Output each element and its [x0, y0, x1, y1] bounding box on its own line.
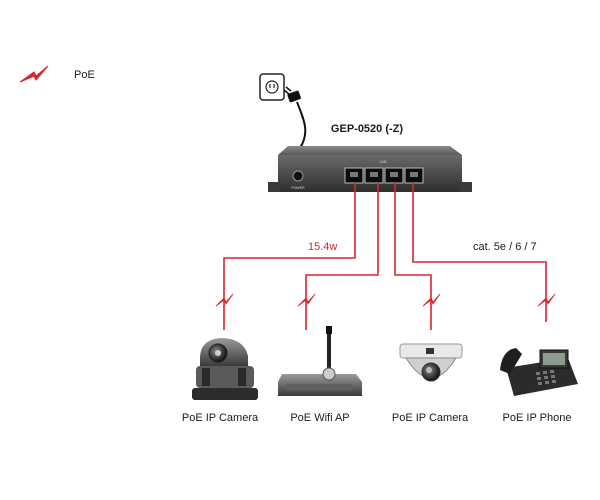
power-port-label: POWER [291, 186, 305, 190]
poe-lightning-icon [19, 65, 49, 83]
poe-cable-2 [305, 183, 379, 330]
device-label-1: PoE IP Camera [182, 412, 259, 424]
ptz-camera-icon [192, 338, 258, 400]
wattage-label: 15.4w [308, 241, 337, 253]
legend: PoE [19, 65, 95, 83]
rj45-ports [344, 167, 424, 184]
device-label-4: PoE IP Phone [503, 412, 572, 424]
power-plug-icon [283, 86, 301, 103]
poe-lightning-icon [537, 293, 556, 307]
device-labels: PoE IP Camera PoE Wifi AP PoE IP Camera … [182, 412, 572, 424]
poe-lightning-icon [422, 293, 441, 307]
switch-ear-left [268, 182, 280, 192]
switch-top-face [278, 146, 462, 155]
switch-ear-right [460, 182, 472, 192]
legend-label: PoE [74, 69, 95, 81]
switch-model-label: GEP-0520 (-Z) [331, 123, 403, 135]
poe-cable-4 [412, 183, 547, 322]
ip-phone-icon [500, 348, 578, 396]
wifi-router-icon [278, 326, 362, 396]
poe-lightning-icon [215, 293, 234, 307]
lan-label: LAN [380, 160, 387, 164]
power-jack [292, 170, 304, 182]
poe-cable-3 [394, 183, 432, 330]
wall-outlet-icon [259, 73, 285, 101]
device-label-2: PoE Wifi AP [290, 412, 349, 424]
device-label-3: PoE IP Camera [392, 412, 469, 424]
cable-type-label: cat. 5e / 6 / 7 [473, 241, 537, 253]
poe-cables [223, 183, 547, 330]
poe-lightning-icon [297, 293, 316, 307]
poe-switch: GEP-0520 (-Z) POWER LAN [268, 123, 472, 192]
dome-camera-icon [399, 343, 463, 382]
poe-markers [215, 293, 556, 307]
poe-cable-1 [223, 183, 356, 330]
